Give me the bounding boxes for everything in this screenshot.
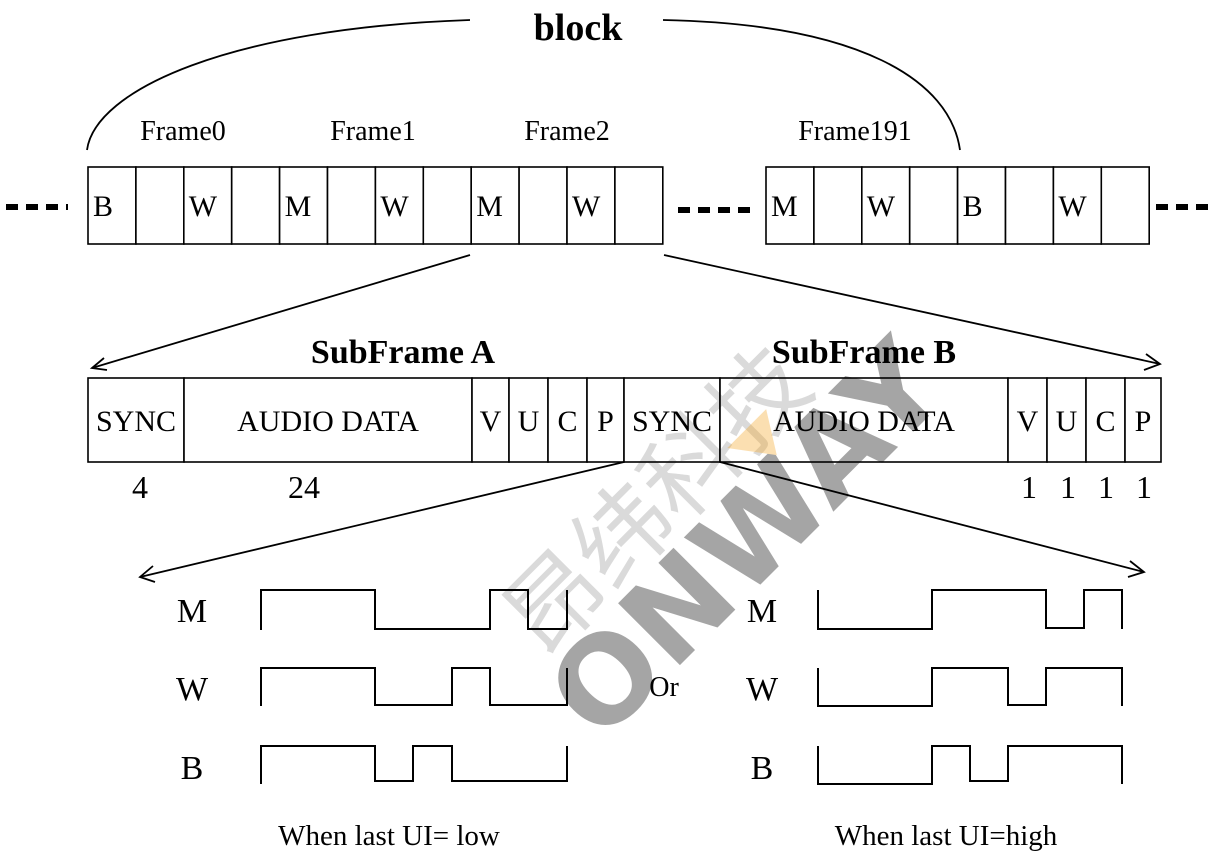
frame-left-cell-label: M [476, 190, 503, 223]
subframe-field-label: AUDIO DATA [237, 405, 419, 438]
subframe-field [1124, 377, 1162, 463]
frame-left-cell [87, 166, 137, 245]
subframe-field-label: P [597, 405, 614, 438]
subframe-field [471, 377, 510, 463]
bits-audio: 24 [288, 469, 320, 505]
zoom-arrow-right [1143, 353, 1162, 371]
preamble-label-b-low: B [181, 750, 204, 787]
waveform-b-low [260, 745, 568, 784]
frame-right-cell-label: M [771, 190, 798, 223]
frame-right-cell-label: B [963, 190, 983, 223]
block-title: block [534, 7, 624, 49]
subframe-field-label: AUDIO DATA [773, 405, 955, 438]
frame-left-cell [326, 166, 377, 245]
waveform-m-low [260, 589, 568, 630]
block-bracket-left [86, 19, 471, 151]
frame-left-cell [614, 166, 664, 245]
subframe-field [1007, 377, 1048, 463]
frame-left-cell [566, 166, 616, 245]
preamble-label-w-low: W [176, 671, 209, 708]
frame-right-cell [1100, 166, 1151, 245]
watermark-logo-accent [727, 409, 777, 456]
subframe-field-label: SYNC [632, 405, 712, 438]
frame-left-cell [230, 166, 281, 245]
frame-right-cell-label: W [1058, 190, 1087, 223]
subframe-field-label: V [1017, 405, 1039, 438]
zoom-line-preamble-left [139, 461, 625, 578]
frame-left-cell-label: W [380, 190, 409, 223]
zoom-line-preamble-right [719, 461, 1145, 573]
preamble-label-b-high: B [751, 750, 774, 787]
subframe-field-label: C [557, 405, 577, 438]
zoom-arrow-preamble-left [138, 565, 156, 583]
frame-left-cell-label: B [93, 190, 113, 223]
frame-right-cell [860, 166, 911, 245]
block-bracket-right [662, 19, 961, 151]
waveform-w-high [817, 667, 1123, 707]
subframe-field [87, 377, 185, 463]
bits-u: 1 [1060, 469, 1076, 505]
or-label: Or [649, 672, 679, 703]
subframe-field-label: V [480, 405, 502, 438]
bits-p: 1 [1136, 469, 1152, 505]
frame-left-cell-label: W [572, 190, 601, 223]
subframe-field-label: U [1056, 405, 1078, 438]
zoom-line-left [91, 254, 471, 369]
frame-right-cell-label: W [867, 190, 896, 223]
frame-left-cell [135, 166, 185, 245]
frame-label-2: Frame2 [524, 116, 610, 147]
frame-right-cell [1004, 166, 1055, 245]
bits-v: 1 [1021, 469, 1037, 505]
frame-left-cell-label: M [285, 190, 312, 223]
waveform-b-high [817, 745, 1123, 785]
zoom-line-right [663, 254, 1161, 365]
subframe-field-label: P [1135, 405, 1152, 438]
subframe-field-label: SYNC [96, 405, 176, 438]
preamble-label-m-low: M [177, 593, 207, 630]
subframe-field [719, 377, 1009, 463]
frame-left-cell [422, 166, 472, 245]
frame-label-0: Frame0 [140, 116, 226, 147]
frame-right-cell [765, 166, 815, 245]
bits-c: 1 [1098, 469, 1114, 505]
frame-left-cell [518, 166, 568, 245]
frame-left-cell [374, 166, 425, 245]
caption-last-ui-low: When last UI= low [278, 820, 500, 852]
subframe-field [1085, 377, 1126, 463]
frame-label-191: Frame191 [798, 116, 912, 147]
waveform-m-high [817, 589, 1123, 630]
preamble-label-m-high: M [747, 593, 777, 630]
frame-right-cell [813, 166, 863, 245]
subframe-b-title: SubFrame B [772, 334, 956, 371]
subframe-field-label: U [518, 405, 540, 438]
frame-left-cell [183, 166, 233, 245]
frame-left-cell-label: W [189, 190, 218, 223]
frame-left-cell [470, 166, 520, 245]
zoom-arrow-preamble-right [1127, 560, 1146, 578]
subframe-field [586, 377, 625, 463]
bits-sync: 4 [132, 469, 148, 505]
preamble-label-w-high: W [746, 671, 779, 708]
subframe-a-title: SubFrame A [311, 334, 496, 371]
zoom-arrow-left [89, 357, 108, 371]
frame-right-cell [908, 166, 959, 245]
subframe-field [547, 377, 588, 463]
subframe-field [183, 377, 473, 463]
frame-label-1: Frame1 [330, 116, 416, 147]
caption-last-ui-high: When last UI=high [835, 820, 1058, 852]
frame-right-cell [956, 166, 1007, 245]
subframe-field-label: C [1095, 405, 1115, 438]
waveform-w-low [260, 667, 568, 706]
